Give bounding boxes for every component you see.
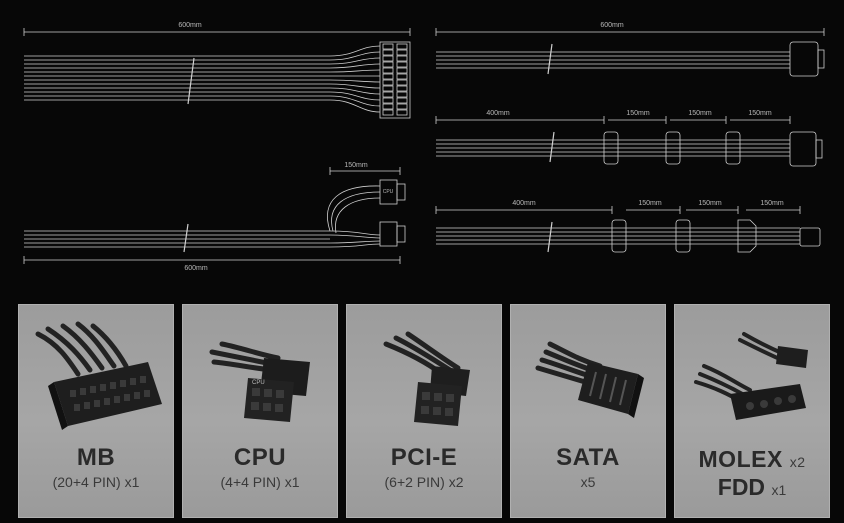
mb-connector-icon <box>35 321 162 430</box>
mb-pin <box>396 55 408 62</box>
card-cpu: CPU CPU (4+4 PIN) x1 <box>182 304 338 518</box>
cable-length-diagram: 600mm 600mm 150mm 600mm CPU 400mm 150mm … <box>23 22 825 272</box>
card-sata-title: SATA <box>556 444 620 471</box>
card-pcie: PCI-E (6+2 PIN) x2 <box>346 304 502 518</box>
cpu-split-dimension <box>329 167 401 175</box>
mb-pin <box>396 97 408 104</box>
mb-wire-fan <box>329 57 381 65</box>
pcie-connector-icon <box>383 331 470 426</box>
mb-pin <box>396 79 408 86</box>
sata-main-length-label: 400mm <box>486 110 510 117</box>
mb-pin <box>396 109 408 116</box>
mb-dimension <box>23 28 411 36</box>
mb-pin <box>396 103 408 110</box>
connector-cards: MB (20+4 PIN) x1 CPU CPU (4+4 PIN) x1 <box>18 304 830 518</box>
sata-seg1-label: 150mm <box>626 110 650 117</box>
cpu-connector-text: CPU <box>252 380 265 386</box>
mb-pin <box>382 55 394 62</box>
molex-seg3-label: 150mm <box>760 200 784 207</box>
sata-connector-icon <box>535 341 644 418</box>
card-mb-title: MB <box>76 444 116 471</box>
mb-pin <box>382 97 394 104</box>
sata-seg2-label: 150mm <box>688 110 712 117</box>
sata-dimensions <box>435 116 791 124</box>
card-sata-subtitle: x5 <box>580 474 596 490</box>
mb-pin <box>382 61 394 68</box>
mb-wire-fan <box>329 69 381 73</box>
cpu-length-label: 600mm <box>184 265 208 272</box>
card-mb-subtitle: (20+4 PIN) x1 <box>52 474 140 490</box>
pcie-cable <box>436 41 825 77</box>
mb-cable <box>24 41 411 119</box>
mb-pin <box>396 43 408 50</box>
mb-wire-fan <box>329 95 381 107</box>
card-fdd-title: FDD x1 <box>674 474 830 501</box>
mb-pin <box>396 91 408 98</box>
mb-pin <box>382 49 394 56</box>
pcie-dimension <box>435 28 825 36</box>
mb-wire-fan <box>329 79 381 83</box>
mb-pin <box>396 49 408 56</box>
molex-main-length-label: 400mm <box>512 200 536 207</box>
fdd-qty: x1 <box>771 482 787 498</box>
mb-pin <box>396 73 408 80</box>
mb-pin <box>382 91 394 98</box>
cpu-cable <box>24 179 406 253</box>
mb-wire-fan <box>329 87 381 95</box>
cpu-connector-icon: CPU <box>209 341 310 422</box>
mb-pin <box>382 43 394 50</box>
mb-wire-fan <box>329 99 381 113</box>
mb-pin <box>382 73 394 80</box>
mb-length-label: 600mm <box>178 22 202 29</box>
card-molex-title: MOLEX x2 <box>674 446 830 473</box>
card-molex-fdd: MOLEX x2 FDD x1 <box>674 304 830 518</box>
mb-pin <box>382 79 394 86</box>
card-sata: SATA x5 <box>510 304 666 518</box>
mb-wire-fan <box>329 45 381 57</box>
pcie-length-label: 600mm <box>600 22 624 29</box>
molex-label: MOLEX <box>698 446 783 472</box>
card-cpu-title: CPU <box>233 444 287 471</box>
molex-qty: x2 <box>789 454 806 470</box>
molex-fdd-connector-icon <box>694 332 808 420</box>
mb-wire-fan <box>329 83 381 89</box>
mb-pin <box>396 85 408 92</box>
mb-pin <box>382 103 394 110</box>
mb-pin <box>382 67 394 74</box>
card-pcie-title: PCI-E <box>390 444 458 471</box>
molex-seg2-label: 150mm <box>698 200 722 207</box>
molex-cable <box>436 219 821 253</box>
sata-seg3-label: 150mm <box>748 110 772 117</box>
card-cpu-subtitle: (4+4 PIN) x1 <box>220 474 300 490</box>
sata-cable <box>436 131 823 167</box>
card-mb: MB (20+4 PIN) x1 <box>18 304 174 518</box>
mb-pin <box>396 67 408 74</box>
mb-pin <box>396 61 408 68</box>
mb-pin <box>382 109 394 116</box>
card-pcie-subtitle: (6+2 PIN) x2 <box>384 474 464 490</box>
mb-pin <box>382 85 394 92</box>
mb-wire-fan <box>329 91 381 101</box>
cpu-split-length-label: 150mm <box>344 162 368 169</box>
cpu-dimension <box>23 256 401 264</box>
cpu-connector-label: CPU <box>383 189 394 195</box>
mb-wire-fan <box>329 63 381 69</box>
fdd-label: FDD <box>717 474 766 500</box>
mb-wire-fan <box>329 51 381 61</box>
molex-dimensions <box>435 206 801 214</box>
molex-seg1-label: 150mm <box>638 200 662 207</box>
